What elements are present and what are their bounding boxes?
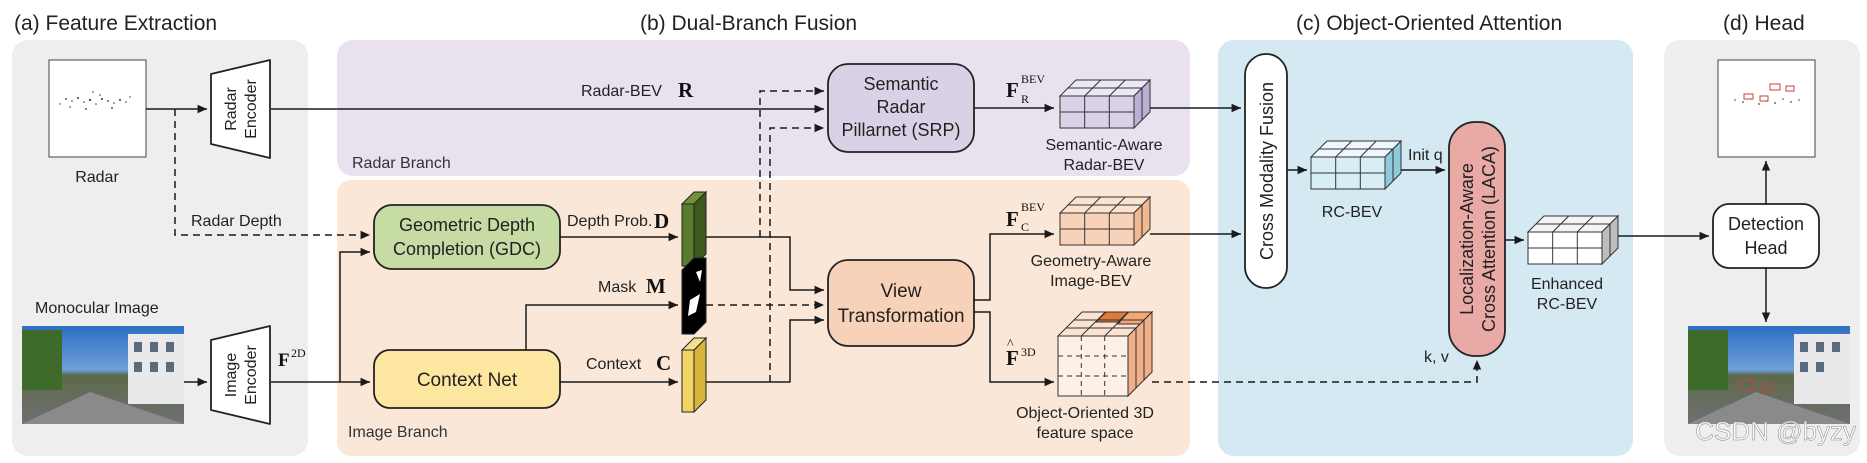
view-transformation-module: View Transformation [827,259,975,347]
svg-text:BEV: BEV [1021,72,1045,86]
context-label: Context C [586,351,671,375]
svg-text:Radar-BEV: Radar-BEV [1064,157,1145,174]
svg-text:RC-BEV: RC-BEV [1537,296,1598,313]
image-encoder-line2: Encoder [243,345,260,405]
svg-text:R: R [1021,92,1029,106]
svg-text:F: F [278,350,290,371]
svg-text:Enhanced: Enhanced [1531,276,1603,293]
laca-module: Localization-Aware Cross Attention (LACA… [1448,121,1506,357]
f3d-label: F ^ 3D [1006,337,1036,370]
svg-text:Detection: Detection [1728,214,1804,234]
enhanced-rc-bev-grid [1526,214,1620,266]
panel-radar-branch [337,40,1190,176]
svg-text:Semantic-Aware: Semantic-Aware [1045,137,1162,154]
svg-text:Cross Attention (LACA): Cross Attention (LACA) [1479,146,1499,332]
svg-text:F: F [1006,346,1019,370]
object-3d-label: Object-Oriented 3D feature space [1016,405,1154,442]
radar-depth-label: Radar Depth [191,213,282,230]
monocular-input-label: Monocular Image [35,300,159,317]
semantic-aware-label: Semantic-Aware Radar-BEV [1045,137,1162,174]
image-output-image [1688,326,1850,424]
fr-bev-label: F BEV R [1006,72,1045,106]
svg-text:Depth Prob.: Depth Prob. [567,213,652,230]
rc-bev-grid [1309,139,1403,191]
monocular-input-image [22,326,184,424]
f2d-label: F 2D [278,346,306,371]
svg-text:Head: Head [1744,238,1787,258]
svg-text:^: ^ [1007,337,1014,352]
svg-text:Geometric Depth: Geometric Depth [399,215,535,235]
mask-label: Mask M [598,274,666,298]
svg-text:3D: 3D [1021,345,1036,359]
svg-text:D: D [654,209,669,233]
watermark: CSDN @byzy [1695,416,1856,446]
svg-text:BEV: BEV [1021,200,1045,214]
srp-module: Semantic Radar Pillarnet (SRP) [827,63,975,153]
svg-text:feature space: feature space [1037,425,1134,442]
geometry-image-bev-grid [1058,195,1152,247]
panel-object-attention [1218,40,1633,456]
svg-text:R: R [678,78,694,102]
svg-text:Radar: Radar [876,97,925,117]
radar-bev-label: Radar-BEV R [581,78,694,102]
depth-prob-label: Depth Prob. D [567,209,669,233]
svg-text:M: M [646,274,666,298]
svg-text:Context: Context [586,356,642,373]
image-encoder-line1: Image [223,353,240,398]
context-block [680,336,708,414]
cross-modality-fusion-module: Cross Modality Fusion [1244,53,1288,289]
svg-text:Cross Modality Fusion: Cross Modality Fusion [1257,82,1277,260]
init-q-label: Init q [1408,147,1443,164]
image-branch-label: Image Branch [348,424,448,441]
svg-text:Object-Oriented 3D: Object-Oriented 3D [1016,405,1154,422]
semantic-radar-bev-grid [1058,78,1152,130]
radar-input-label: Radar [75,169,119,186]
radar-encoder-line2: Encoder [243,79,260,139]
svg-text:Radar-BEV: Radar-BEV [581,83,662,100]
section-title-a: (a) Feature Extraction [14,12,217,35]
svg-text:Transformation: Transformation [837,306,964,327]
depth-prob-block [680,190,708,268]
radar-encoder-line1: Radar [223,87,240,131]
mask-block [681,257,707,335]
context-net-module: Context Net [373,349,561,409]
radar-branch-label: Radar Branch [352,155,451,172]
section-title-c: (c) Object-Oriented Attention [1296,12,1562,35]
svg-text:C: C [656,351,671,375]
enhanced-rc-bev-label: Enhanced RC-BEV [1531,276,1603,313]
svg-text:Pillarnet (SRP): Pillarnet (SRP) [841,120,960,140]
svg-text:Geometry-Aware: Geometry-Aware [1031,253,1152,270]
image-encoder: Image Encoder [210,325,271,425]
rc-bev-label: RC-BEV [1322,204,1383,221]
detection-head-module: Detection Head [1712,203,1820,269]
svg-text:F: F [1006,78,1019,102]
radar-input-image [48,59,147,158]
geometry-aware-label: Geometry-Aware Image-BEV [1031,253,1152,290]
radar-encoder: Radar Encoder [210,59,271,159]
svg-text:C: C [1021,220,1029,234]
svg-text:Completion (GDC): Completion (GDC) [393,239,541,259]
svg-text:F: F [1006,207,1019,231]
svg-text:Semantic: Semantic [863,74,938,94]
svg-text:Image-BEV: Image-BEV [1050,273,1132,290]
kv-label: k, v [1424,349,1449,366]
section-title-d: (d) Head [1723,12,1805,35]
radar-output-image [1717,59,1816,158]
connectors [146,86,1771,387]
section-title-b: (b) Dual-Branch Fusion [640,12,857,35]
svg-text:Localization-Aware: Localization-Aware [1457,163,1477,315]
svg-text:Mask: Mask [598,279,637,296]
svg-text:View: View [881,281,922,302]
svg-text:2D: 2D [291,346,306,360]
gdc-module: Geometric Depth Completion (GDC) [373,204,561,270]
svg-text:Context Net: Context Net [417,370,518,391]
fc-bev-label: F BEV C [1006,200,1045,234]
object-3d-feature-cube [1056,310,1154,398]
